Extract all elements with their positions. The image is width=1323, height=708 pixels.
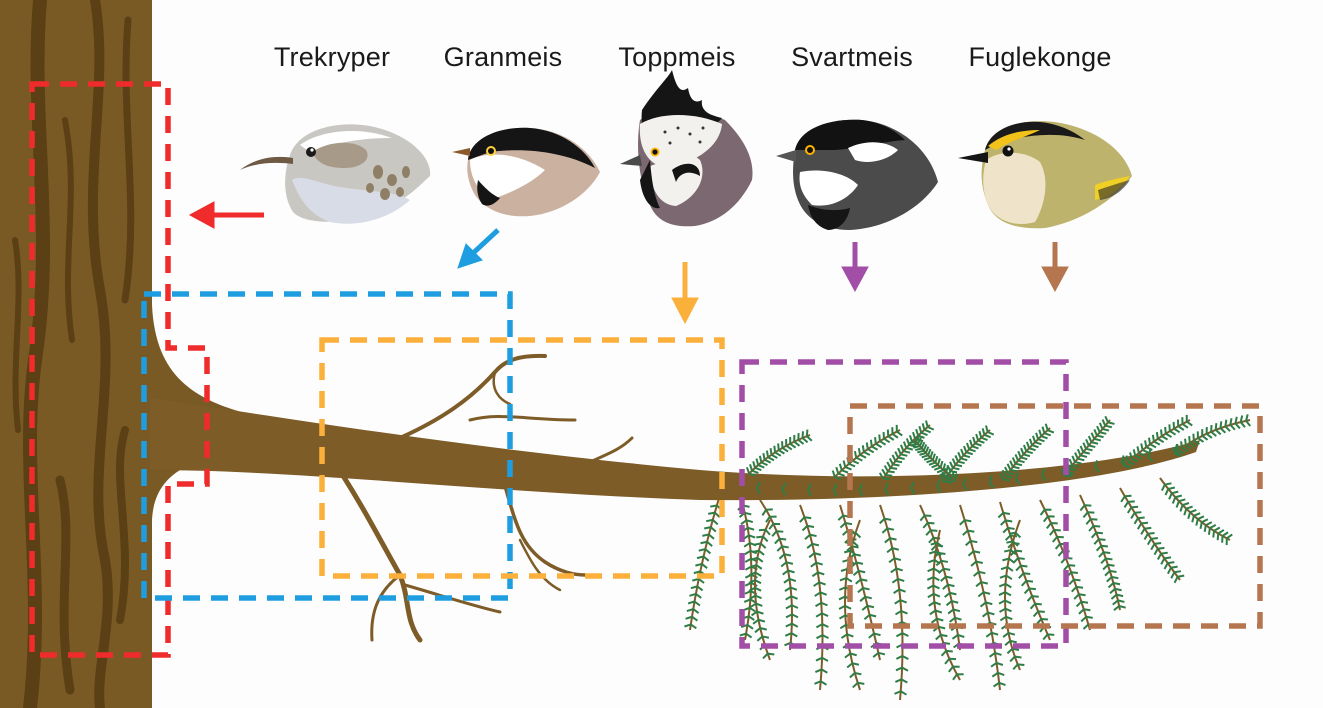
zone-box-granmeis [141, 291, 513, 601]
arrow-trekryper-icon [188, 201, 264, 229]
zone-box-trekryper [29, 81, 210, 658]
arrow-granmeis-icon [457, 228, 500, 269]
label-fuglekonge: Fuglekonge [968, 42, 1112, 72]
treecreeper-head-icon [240, 124, 431, 224]
label-granmeis: Granmeis [443, 42, 563, 72]
zone-box-fuglekonge [847, 403, 1263, 629]
arrow-toppmeis-icon [671, 262, 699, 325]
arrow-fuglekonge-icon [1041, 242, 1069, 293]
label-trekryper: Trekryper [273, 42, 391, 72]
zone-box-toppmeis [319, 337, 725, 579]
arrow-svartmeis-icon [841, 242, 869, 293]
goldcrest-head-icon [958, 121, 1132, 229]
crested-tit-head-icon [620, 70, 753, 227]
zone-box-svartmeis [739, 359, 1069, 649]
coal-tit-head-icon [776, 119, 938, 230]
willow-tit-head-icon [452, 127, 600, 217]
tree-trunk [0, 0, 300, 708]
label-svartmeis: Svartmeis [791, 42, 913, 72]
label-toppmeis: Toppmeis [618, 42, 736, 72]
